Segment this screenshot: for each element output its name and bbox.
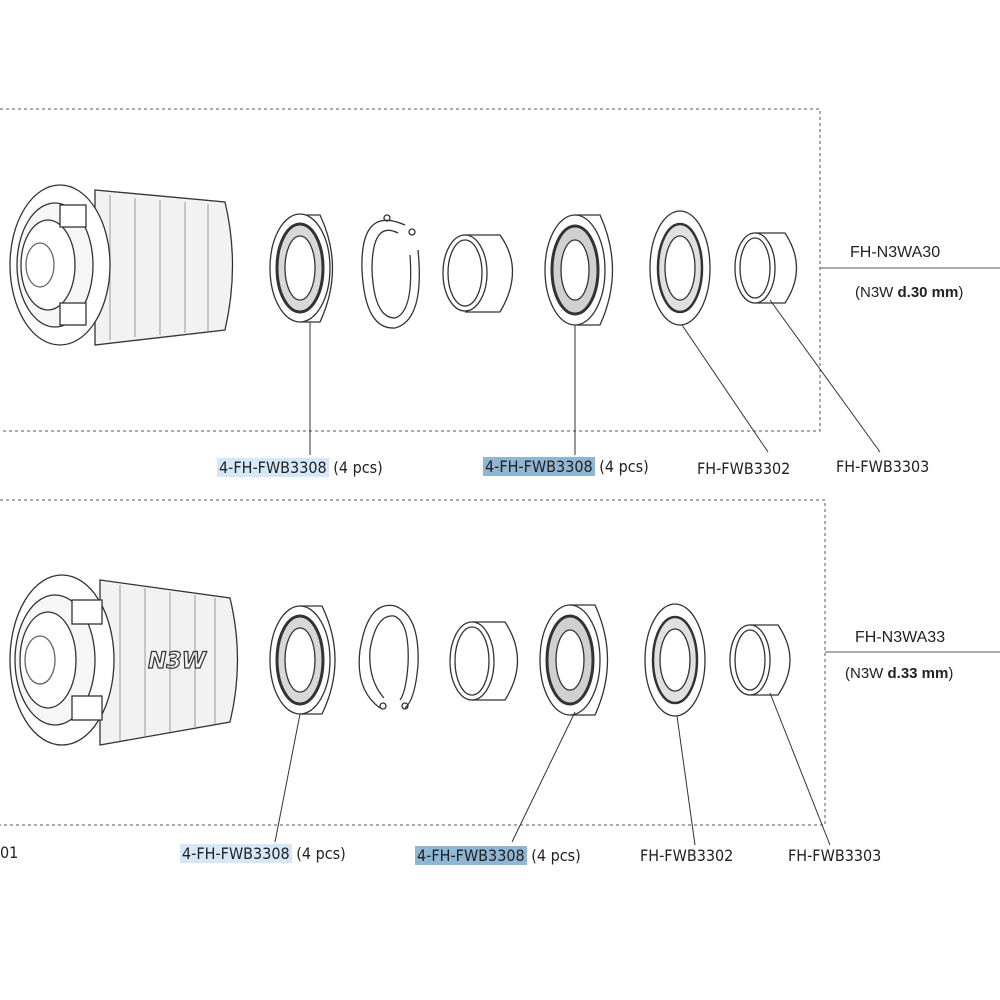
part-code: 4-FH-FWB3308 (483, 457, 595, 476)
edge-fragment: 01 (0, 843, 19, 862)
part-label-bearing-b: 4-FH-FWB3308 (4 pcs) (415, 846, 581, 866)
part-qty: (4 pcs) (296, 844, 346, 863)
part-code: FH-FWB3303 (788, 846, 882, 865)
model-title: FH-N3WA33 (855, 629, 946, 646)
part-label-spacer: FH-FWB3303 (836, 457, 929, 477)
model-spec: (N3W d.33 mm) (845, 665, 954, 682)
seal-ring-fwb3302 (644, 603, 706, 717)
part-label-bearing-b: 4-FH-FWB3308 (4 pcs) (483, 457, 649, 477)
bearing-fwb3308-a (269, 605, 336, 715)
part-code: 4-FH-FWB3308 (415, 846, 527, 865)
leader-lines (309, 299, 881, 455)
part-label-seal-ring: FH-FWB3302 (640, 846, 733, 866)
panel-fh-n3wa33: N3W (0, 499, 1000, 846)
bearing-fwb3308-a (269, 213, 334, 323)
spacer-fwb3303 (729, 624, 791, 696)
model-title: FH-N3WA30 (850, 244, 941, 261)
part-label-seal-ring: FH-FWB3302 (697, 459, 790, 479)
circlip (358, 604, 419, 710)
part-label-bearing-a: 4-FH-FWB3308 (4 pcs) (217, 458, 383, 478)
part-qty: (4 pcs) (599, 457, 649, 476)
spacer-tube (442, 234, 514, 313)
bearing-fwb3308-b (544, 214, 614, 326)
part-code: FH-FWB3302 (640, 846, 734, 865)
part-label-bearing-a: 4-FH-FWB3308 (4 pcs) (180, 844, 346, 864)
part-code: FH-FWB3302 (697, 459, 791, 478)
seal-ring-fwb3302 (649, 210, 711, 326)
panel-fh-n3wa30 (0, 108, 1000, 455)
part-qty: (4 pcs) (333, 458, 383, 477)
part-code: FH-FWB3303 (836, 457, 930, 476)
model-spec: (N3W d.30 mm) (855, 284, 964, 301)
part-label-spacer: FH-FWB3303 (788, 846, 881, 866)
leader-lines (274, 692, 831, 846)
dashed-frame (0, 108, 821, 432)
freehub-body (9, 574, 239, 746)
dashed-frame (0, 499, 826, 826)
part-qty: (4 pcs) (531, 846, 581, 865)
spacer-fwb3303 (734, 232, 798, 304)
part-code: 4-FH-FWB3308 (217, 458, 329, 477)
part-code: 4-FH-FWB3308 (180, 844, 292, 863)
n3w-logo: N3W (148, 649, 208, 674)
bearing-fwb3308-b (539, 604, 609, 716)
spacer-tube (449, 621, 519, 701)
circlip (361, 214, 420, 329)
freehub-body (9, 184, 234, 346)
